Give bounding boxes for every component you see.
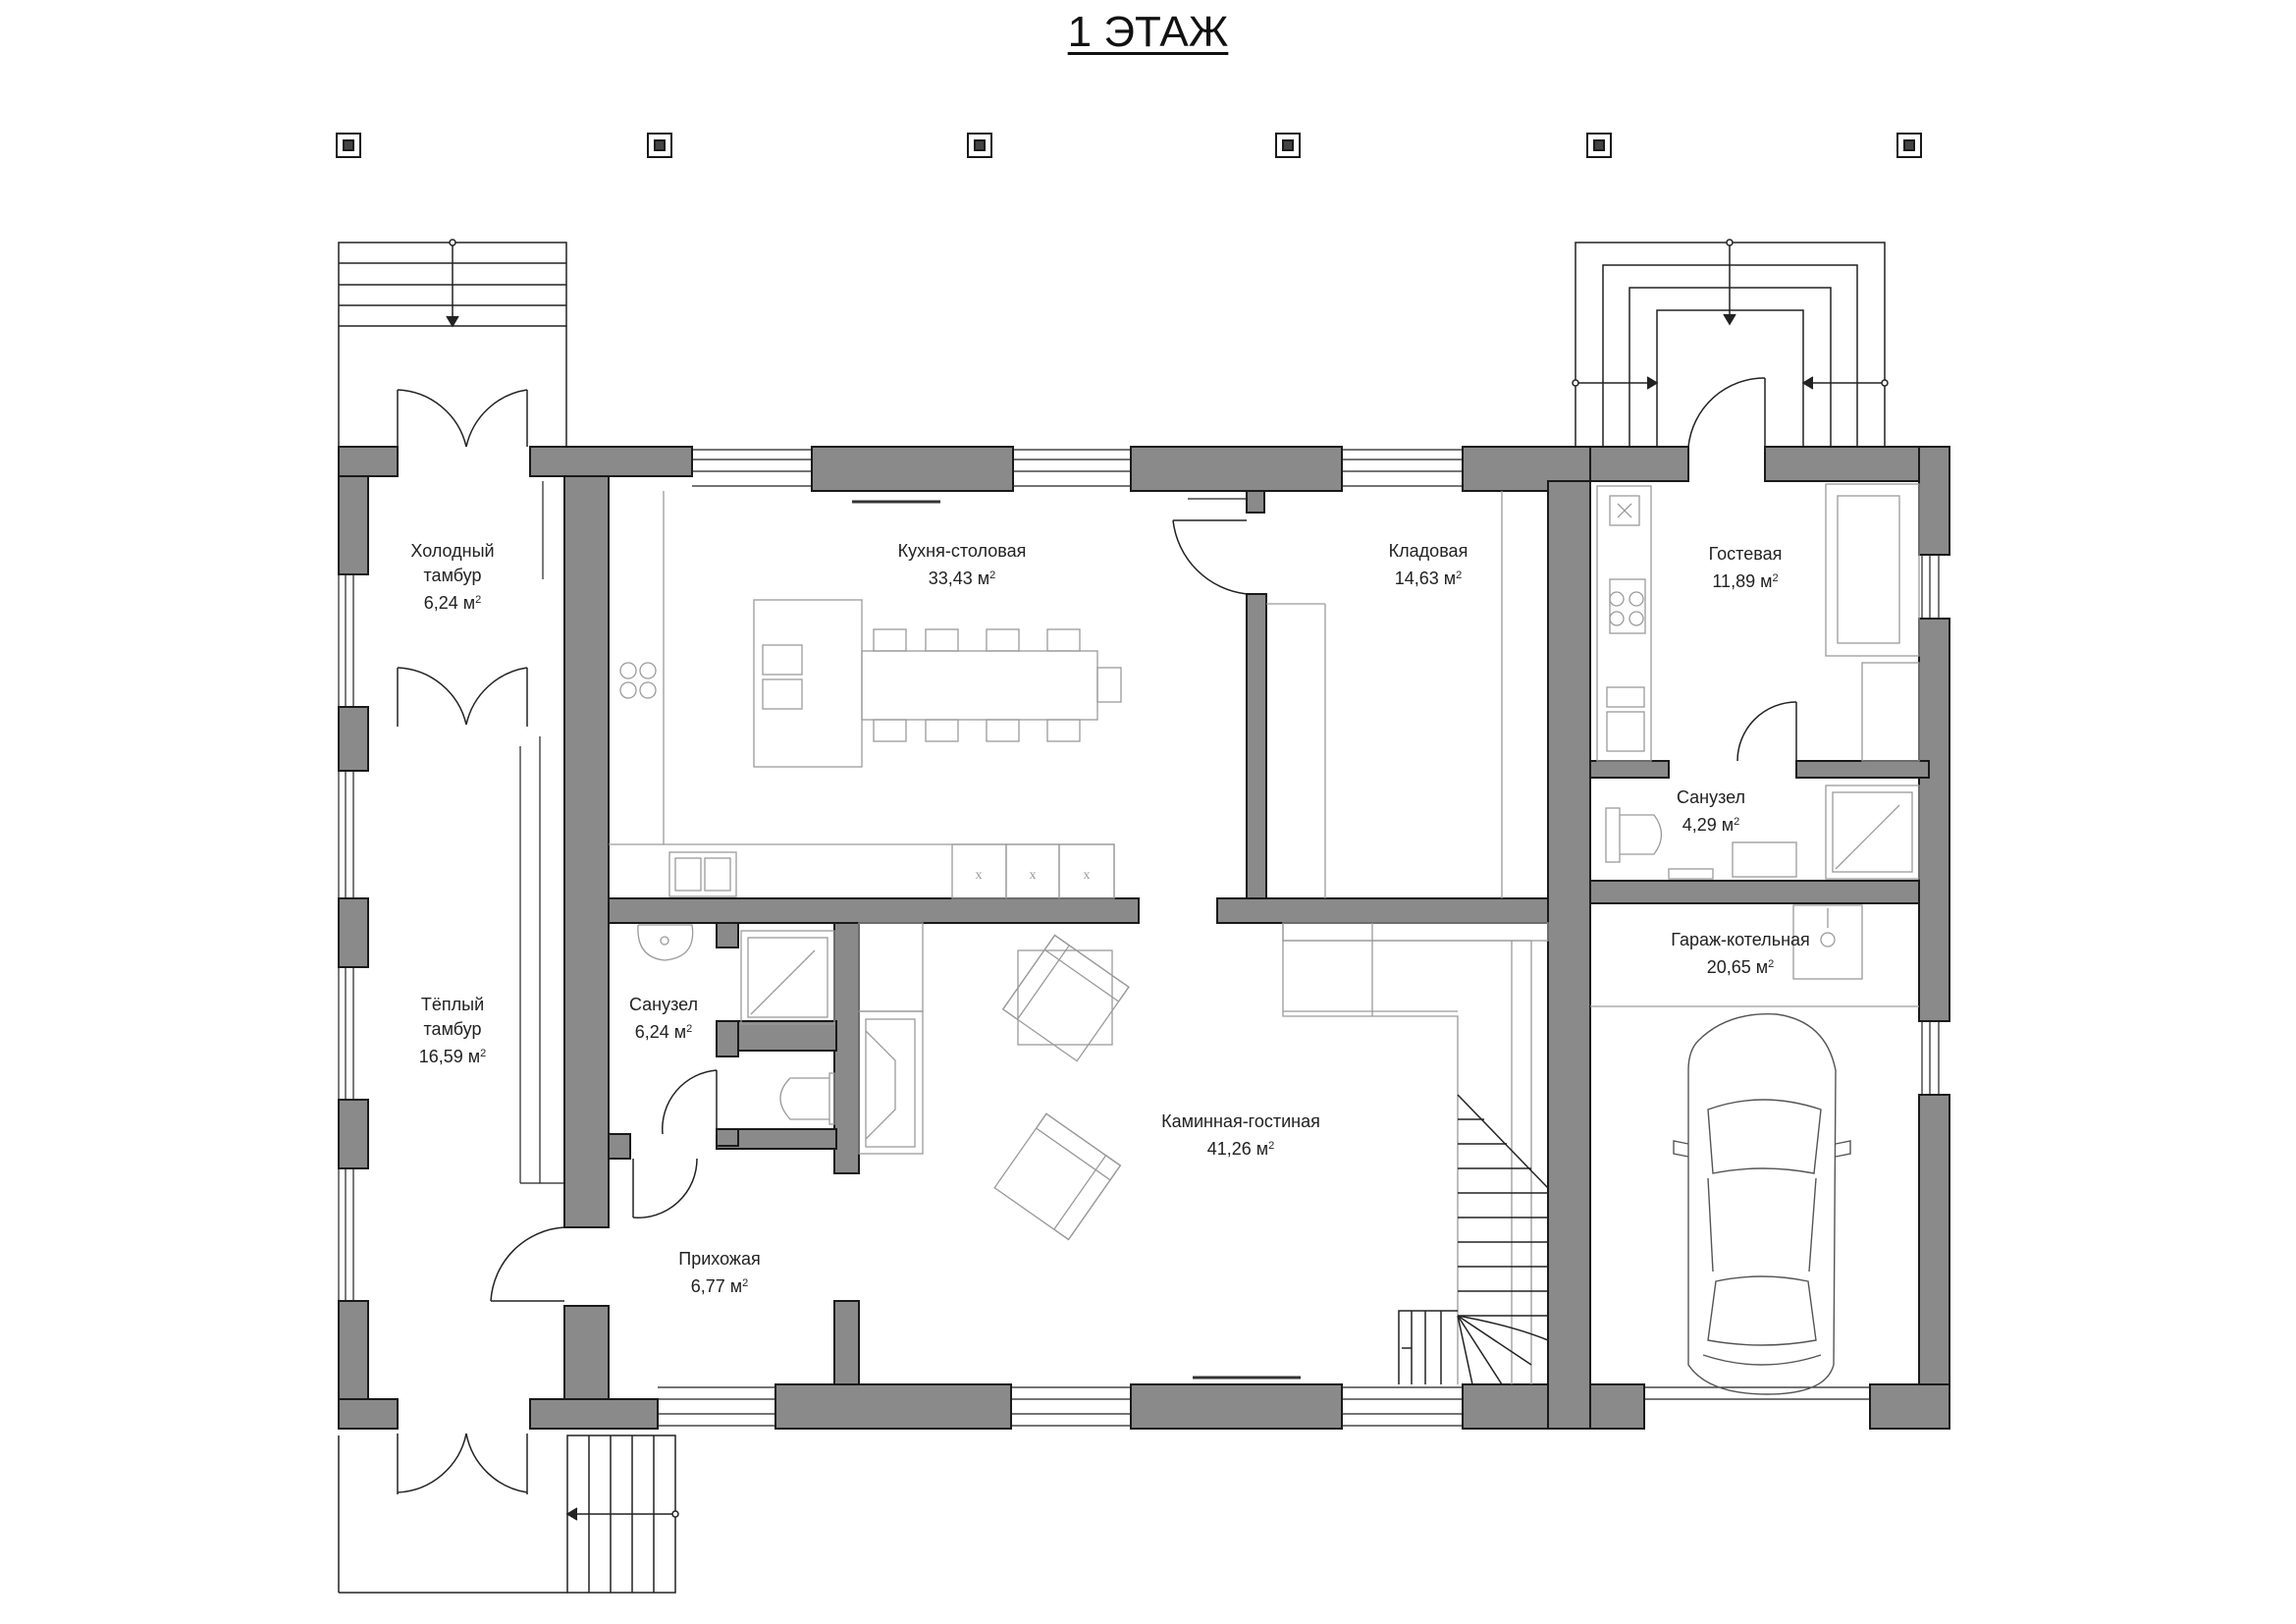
walls [338,446,1950,1430]
columns [336,133,1922,158]
steps-top-left [338,239,567,447]
svg-text:x: x [1030,868,1037,883]
garage-furniture [1590,904,1919,1007]
steps-bottom-left [338,1435,679,1594]
room-label-hallway: Прихожая 6,77 м2 [678,1249,761,1296]
room-label-garage-boiler: Гараж-котельная 20,65 м2 [1671,930,1810,977]
windows [658,449,1940,1427]
plan-title: 1 ЭТАЖ [1067,8,1229,56]
room-label-guest-room: Гостевая 11,89 м2 [1708,544,1783,591]
kitchen-furniture: x x x [609,491,1122,899]
room-label-fireplace-living: Каминная-гостиная 41,26 м2 [1161,1111,1320,1159]
living-furniture [993,922,1549,1384]
pantry-furniture [1266,491,1503,898]
doors [397,377,1797,1494]
car [1673,1013,1851,1395]
steps-top-right [1572,239,1889,447]
guest-bathroom-fixtures [1605,785,1920,880]
room-label-bathroom: Санузел 6,24 м2 [628,995,699,1042]
room-label-guest-bathroom: Санузел 4,29 м2 [1676,787,1746,835]
room-label-kitchen-dining: Кухня-столовая 33,43 м2 [897,541,1027,588]
svg-text:x: x [976,868,983,883]
bathroom-fixtures [637,924,835,1125]
fireplace [858,922,924,1155]
staircase [1398,1094,1549,1385]
guest-furniture [1596,483,1920,762]
room-label-pantry: Кладовая 14,63 м2 [1388,541,1468,588]
svg-text:x: x [1084,868,1091,883]
